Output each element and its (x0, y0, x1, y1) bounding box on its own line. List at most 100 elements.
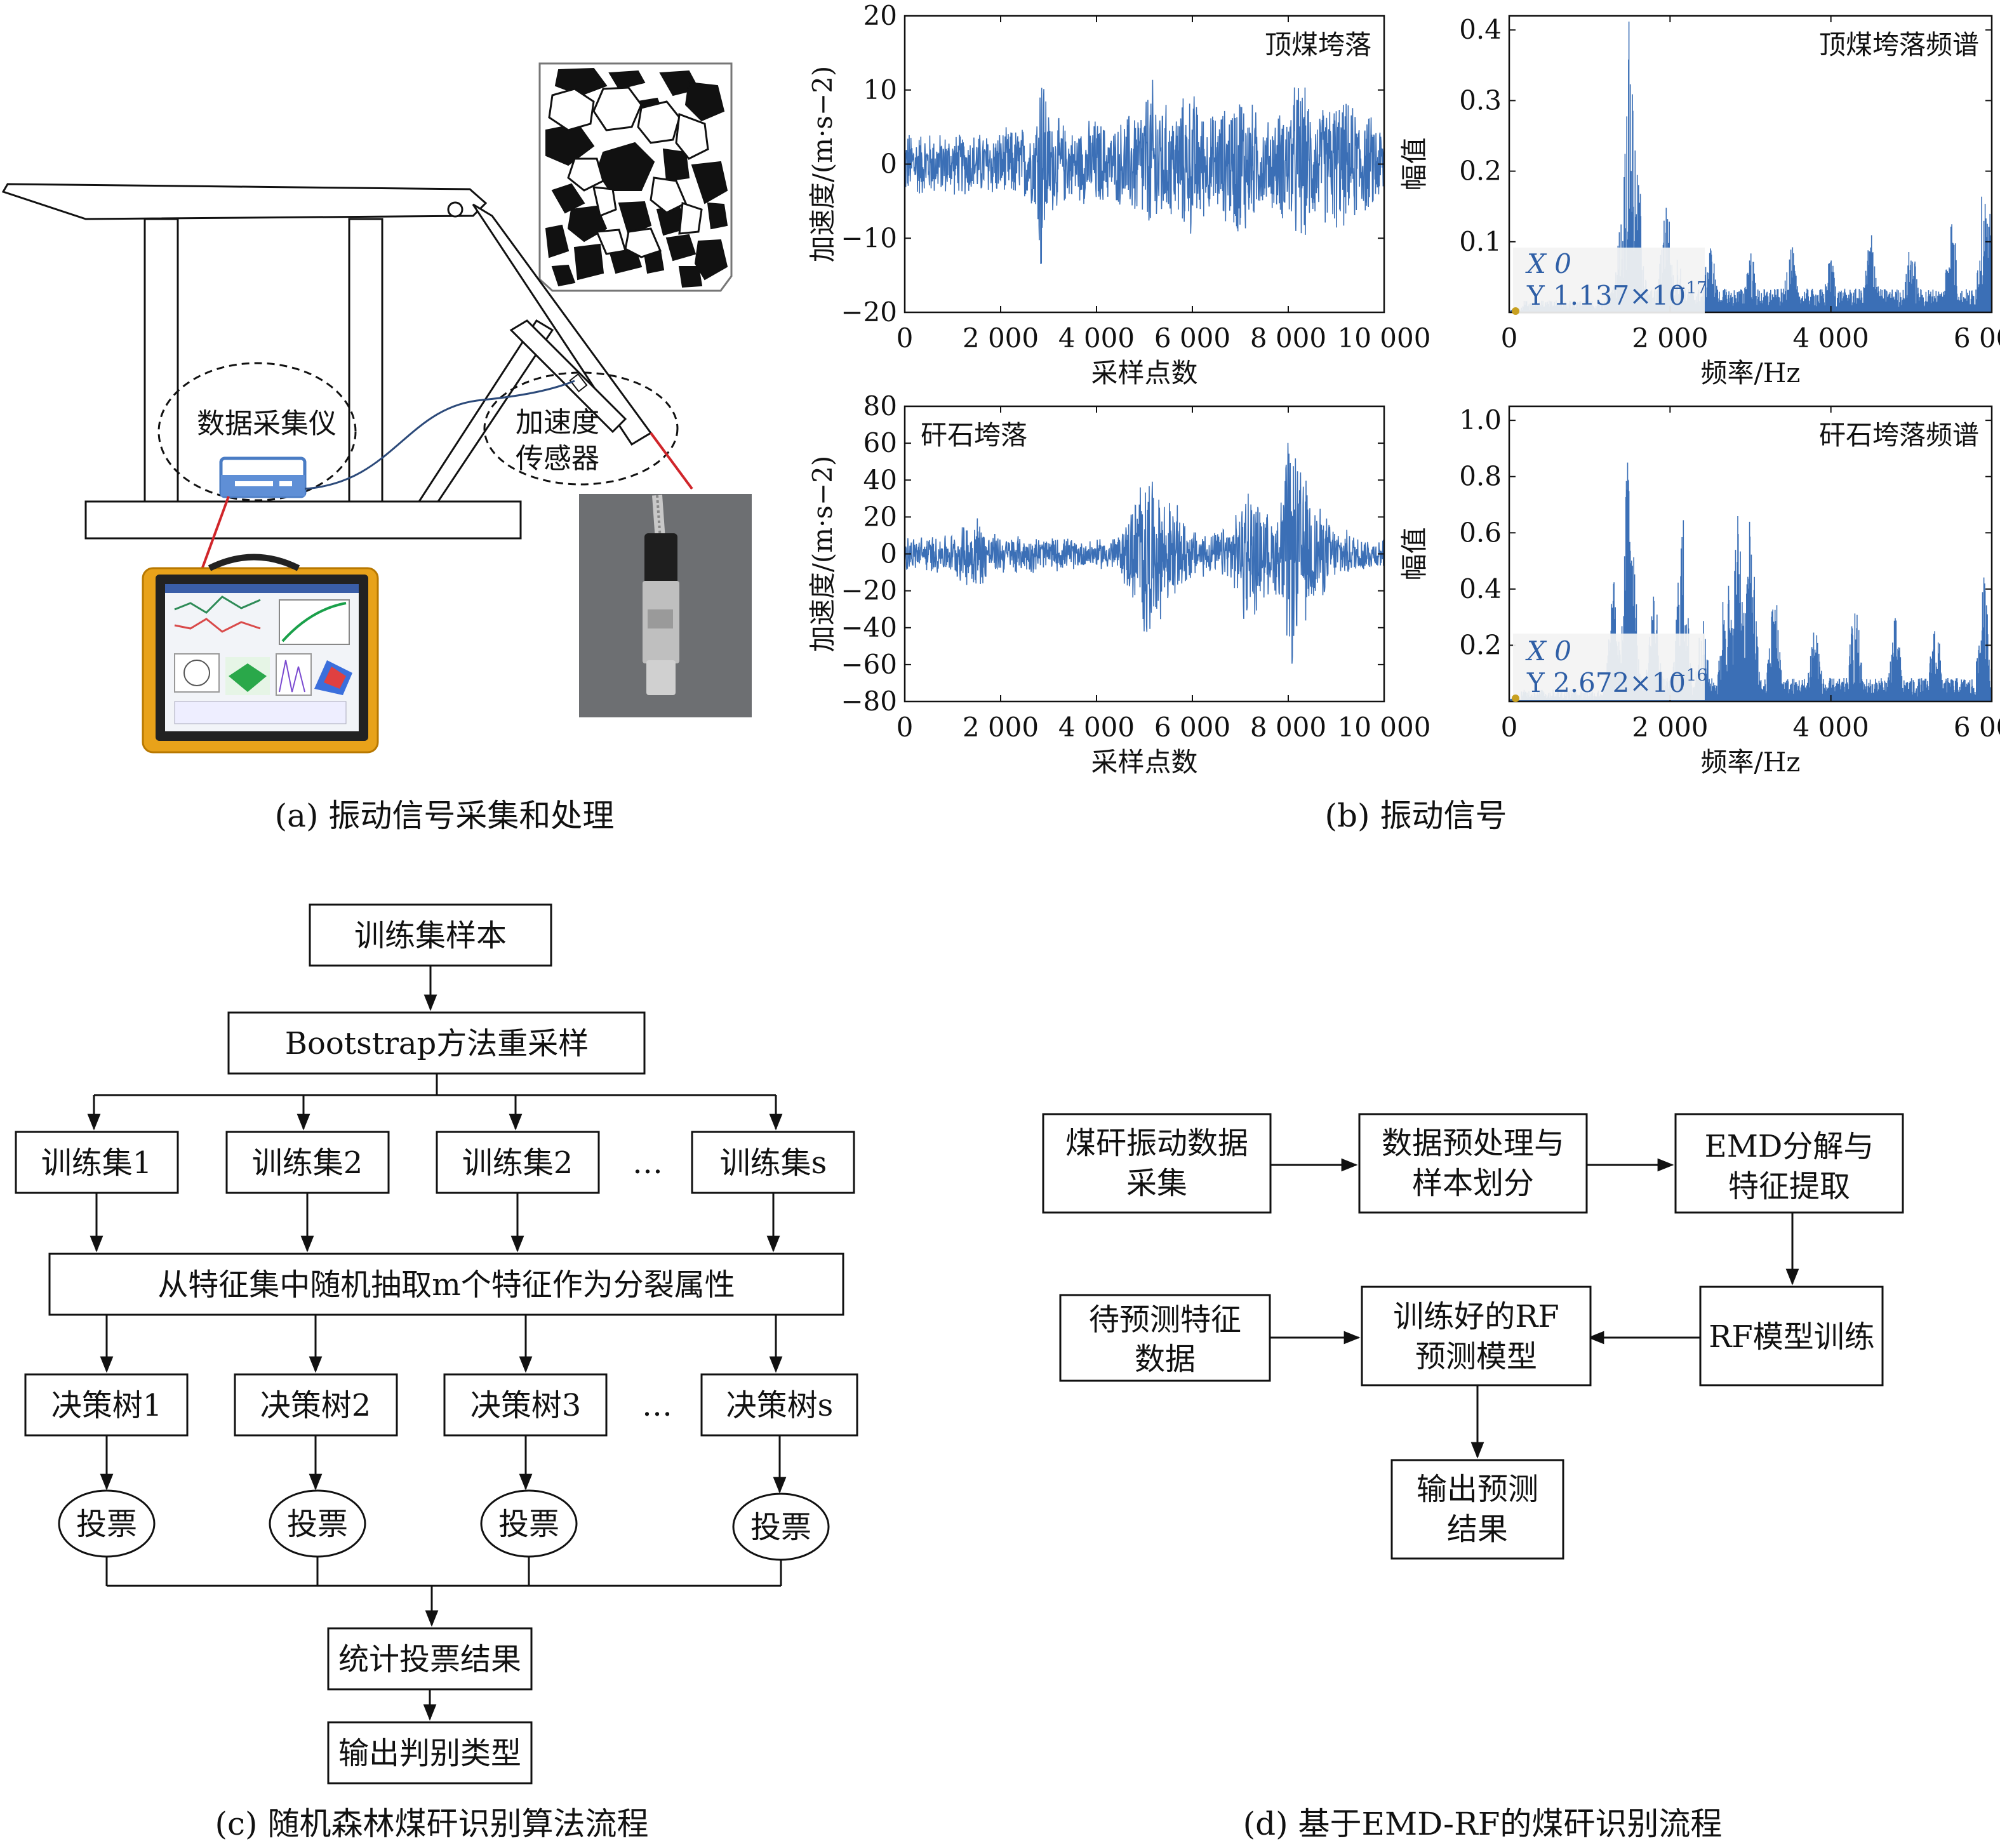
chart-title: 矸石垮落 (921, 420, 1027, 451)
x-tick-label: 0 (1501, 322, 1518, 354)
panel-d-emd-rf-flow: 煤矸振动数据 采集 数据预处理与 样本划分 EMD分解与 特征提取 RF模型训练… (1042, 1113, 1904, 1842)
sensor-label-line1: 加速度 (516, 406, 599, 439)
y-axis-label: 加速度/(m·s−2) (807, 456, 838, 653)
y-tick-label: 20 (863, 501, 897, 532)
caption-c: (c) 随机森林煤矸识别算法流程 (215, 1805, 649, 1842)
signal-series (905, 79, 1384, 264)
chart-title: 矸石垮落频谱 (1819, 420, 1979, 451)
x-axis-label: 采样点数 (1091, 747, 1197, 778)
caption-a: (a) 振动信号采集和处理 (275, 797, 615, 834)
panel-c-random-forest-flow: 训练集样本 Bootstrap方法重采样 训练集1 训练集2 训练集2 … 训练… (15, 903, 858, 1842)
chart-gangue-spectrum: 0 2 000 4 000 6 000 1.0 0.8 0.6 0.4 0.2 矸石垮落频谱频率/… (1399, 404, 2000, 778)
x-tick-label: 4 000 (1793, 712, 1869, 743)
x-axis-label: 采样点数 (1091, 357, 1197, 389)
node-emd-l1: EMD分解与 (1705, 1129, 1874, 1164)
cursor-1-y: Y 1.137×10 (1526, 280, 1686, 311)
node-tree-s: 决策树s (726, 1388, 834, 1423)
plot-frame (1508, 15, 1993, 314)
cursor-2-x: X 0 (1525, 635, 1571, 667)
y-tick-label: 0.6 (1459, 517, 1502, 548)
y-tick-label: 0.2 (1459, 629, 1502, 660)
node-sample: 训练集样本 (354, 918, 507, 954)
x-tick-label: 0 (897, 712, 914, 743)
node-emd-l2: 特征提取 (1728, 1169, 1850, 1204)
node-trainset-2: 训练集2 (252, 1145, 363, 1181)
y-tick-label: −20 (841, 575, 897, 606)
cursor-2-exp: −16 (1672, 666, 1707, 685)
plot-frame (1508, 405, 1993, 703)
y-tick-label: 1.0 (1459, 404, 1502, 435)
x-tick-label: 2 000 (1632, 712, 1708, 743)
x-tick-label: 2 000 (963, 712, 1039, 743)
y-tick-label: −20 (841, 296, 897, 328)
signal-series (905, 442, 1384, 664)
node-bootstrap: Bootstrap方法重采样 (285, 1026, 589, 1061)
y-axis-label: 幅值 (1399, 137, 1430, 190)
y-tick-label: 0 (880, 538, 897, 569)
node-tree-2: 决策树2 (260, 1388, 371, 1423)
chart-title: 顶煤垮落频谱 (1819, 29, 1979, 60)
x-tick-label: 0 (897, 322, 914, 354)
data-cursor-1: X 0 Y 1.137×10 −17 (1512, 248, 1707, 315)
y-tick-label: 0.4 (1459, 14, 1502, 45)
cursor-2-y: Y 2.672×10 (1526, 667, 1686, 698)
y-tick-label: 0.1 (1459, 226, 1502, 257)
node-output-l1: 输出预测 (1417, 1472, 1538, 1507)
x-tick-label: 4 000 (1793, 322, 1869, 354)
accelerometer-photo (579, 494, 752, 717)
x-tick-label: 4 000 (1058, 322, 1135, 354)
x-axis-label: 频率/Hz (1701, 747, 1801, 778)
x-tick-label: 8 000 (1250, 712, 1326, 743)
node-collect-l2: 采集 (1126, 1166, 1187, 1201)
node-trainset-1: 训练集1 (41, 1145, 152, 1181)
x-tick-label: 10 000 (1338, 322, 1431, 354)
y-tick-label: −60 (841, 649, 897, 680)
node-output-class: 输出判别类型 (338, 1736, 521, 1771)
x-tick-label: 6 000 (1154, 322, 1230, 354)
x-tick-label: 6 000 (1954, 322, 2000, 354)
x-tick-label: 6 000 (1154, 712, 1230, 743)
node-feature-sampling: 从特征集中随机抽取m个特征作为分裂属性 (157, 1267, 735, 1303)
x-tick-label: 4 000 (1058, 712, 1135, 743)
node-preprocess-l1: 数据预处理与 (1382, 1126, 1564, 1161)
y-tick-label: −10 (841, 222, 897, 253)
x-tick-label: 0 (1501, 712, 1518, 743)
acquisition-terminal-photo (142, 554, 379, 754)
x-tick-label: 2 000 (963, 322, 1039, 354)
node-trainset-s: 训练集s (720, 1145, 827, 1181)
y-tick-label: 0.2 (1459, 156, 1502, 187)
y-tick-label: 20 (863, 0, 897, 31)
node-count-votes: 统计投票结果 (338, 1642, 521, 1677)
x-axis-label: 频率/Hz (1701, 357, 1801, 389)
y-axis-label: 幅值 (1399, 527, 1430, 580)
chart-title: 顶煤垮落 (1265, 29, 1371, 60)
node-model-l2: 预测模型 (1415, 1339, 1537, 1374)
y-tick-label: −40 (841, 612, 897, 643)
node-rf-train: RF模型训练 (1709, 1319, 1874, 1355)
node-vote-3: 投票 (498, 1506, 559, 1542)
node-vote-2: 投票 (287, 1506, 348, 1542)
node-predict-l1: 待预测特征 (1089, 1302, 1241, 1338)
node-tree-1: 决策树1 (51, 1388, 163, 1423)
x-tick-label: 10 000 (1338, 712, 1431, 743)
y-tick-label: 80 (863, 390, 897, 422)
caption-d: (d) 基于EMD-RF的煤矸识别流程 (1243, 1805, 1723, 1842)
daq-device-icon (219, 456, 307, 498)
x-tick-label: 6 000 (1954, 712, 2000, 743)
node-collect-l1: 煤矸振动数据 (1065, 1126, 1248, 1161)
node-tree-3: 决策树3 (470, 1388, 582, 1423)
y-tick-label: 0.8 (1459, 461, 1502, 492)
caption-b: (b) 振动信号 (1325, 797, 1507, 834)
ellipsis-trees: … (642, 1388, 672, 1423)
daq-label: 数据采集仪 (197, 408, 337, 440)
cursor-1-exp: −17 (1672, 279, 1707, 298)
x-tick-label: 8 000 (1250, 322, 1326, 354)
panel-a-acquisition: 数据采集仪 加速度 传感器 (1, 62, 752, 834)
node-predict-l2: 数据 (1135, 1341, 1196, 1377)
node-vote-1: 投票 (76, 1506, 137, 1542)
y-tick-label: 0.4 (1459, 573, 1502, 604)
